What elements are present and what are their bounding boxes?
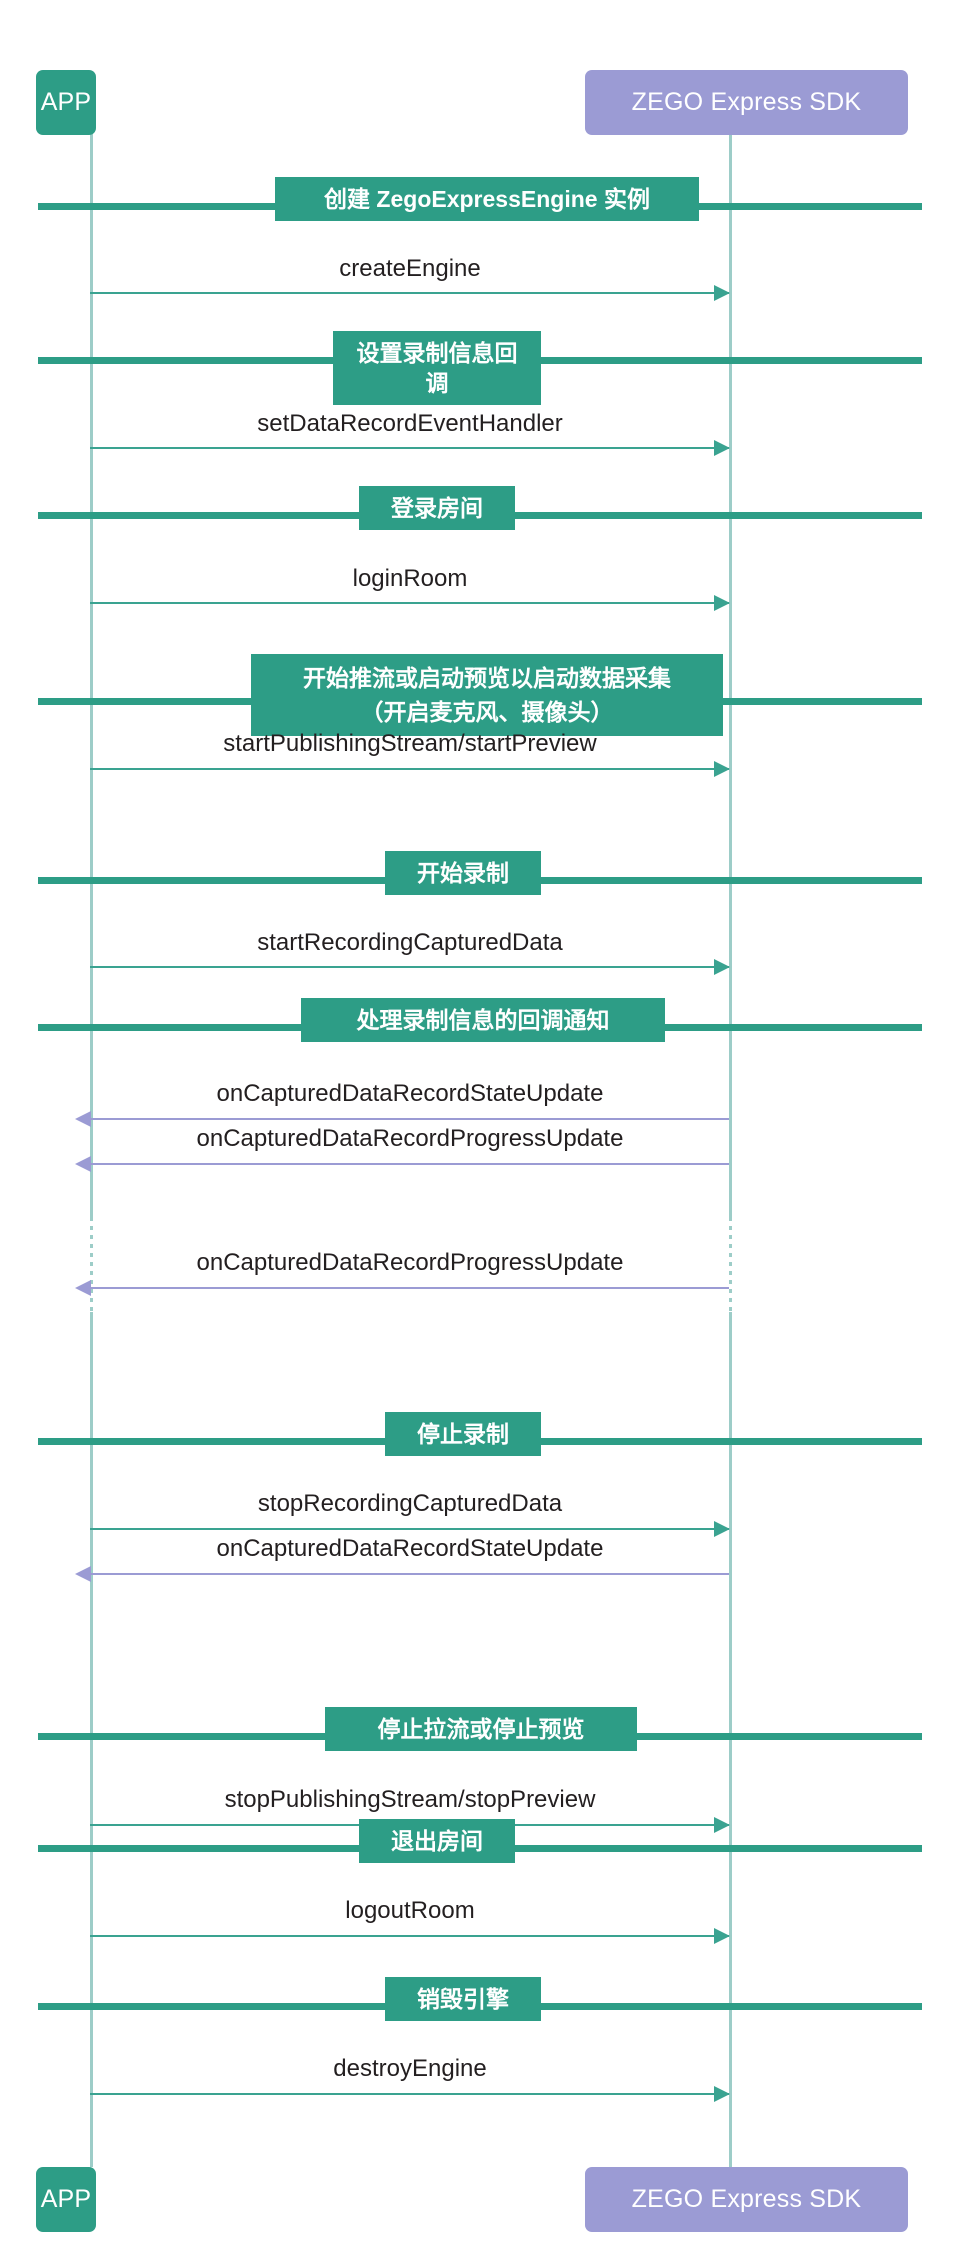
arrowhead-left-icon [75,1566,91,1582]
arrowhead-right-icon [714,285,730,301]
lifeline-sdk-upper [729,132,732,1217]
separator-label-start-publish: 开始推流或启动预览以启动数据采集 （开启麦克风、摄像头） [251,654,723,736]
message-label-destroy-engine: destroyEngine [333,2055,487,2082]
participant-sdk-bottom[interactable]: ZEGO Express SDK [585,2167,908,2232]
message-arrow-set-handler [90,447,729,449]
message-arrow-progress-update-1 [90,1163,729,1165]
arrowhead-left-icon [75,1156,91,1172]
arrowhead-right-icon [714,761,730,777]
arrowhead-right-icon [714,440,730,456]
lifeline-app-dotted-gap [90,1217,93,1312]
participant-app-bottom[interactable]: APP [36,2167,96,2232]
participant-app-top[interactable]: APP [36,70,96,135]
message-arrow-login-room [90,602,729,604]
message-arrow-start-publish [90,768,729,770]
message-label-start-publish: startPublishingStream/startPreview [223,730,597,757]
message-label-create-engine: createEngine [339,255,481,282]
separator-label-destroy-engine: 销毁引擎 [385,1977,541,2021]
message-label-progress-update-2: onCapturedDataRecordProgressUpdate [196,1249,624,1276]
message-label-stop-publish: stopPublishingStream/stopPreview [224,1786,596,1813]
separator-label-logout-room: 退出房间 [359,1819,515,1863]
message-label-progress-update-1: onCapturedDataRecordProgressUpdate [196,1125,624,1152]
arrowhead-right-icon [714,959,730,975]
arrowhead-right-icon [714,595,730,611]
message-arrow-state-update-1 [90,1118,729,1120]
separator-label-start-recording: 开始录制 [385,851,541,895]
message-label-set-handler: setDataRecordEventHandler [257,410,563,437]
message-arrow-logout-room [90,1935,729,1937]
separator-label-login-room: 登录房间 [359,486,515,530]
message-arrow-start-recording [90,966,729,968]
message-label-logout-room: logoutRoom [345,1897,475,1924]
message-label-state-update-2: onCapturedDataRecordStateUpdate [216,1535,604,1562]
separator-label-handle-callbacks: 处理录制信息的回调通知 [301,998,665,1042]
arrowhead-left-icon [75,1280,91,1296]
arrowhead-right-icon [714,1928,730,1944]
message-arrow-destroy-engine [90,2093,729,2095]
separator-label-set-handler: 设置录制信息回调 [333,331,541,405]
message-label-start-recording: startRecordingCapturedData [257,929,563,956]
separator-label-create-engine: 创建 ZegoExpressEngine 实例 [275,177,699,221]
message-label-stop-recording: stopRecordingCapturedData [257,1490,563,1517]
lifeline-sdk-dotted-gap [729,1217,732,1312]
arrowhead-right-icon [714,2086,730,2102]
arrowhead-right-icon [714,1521,730,1537]
arrowhead-right-icon [714,1817,730,1833]
lifeline-app-upper [90,132,93,1217]
message-label-login-room: loginRoom [352,565,468,592]
participant-sdk-top[interactable]: ZEGO Express SDK [585,70,908,135]
message-arrow-create-engine [90,292,729,294]
message-arrow-state-update-2 [90,1573,729,1575]
separator-label-stop-publish: 停止拉流或停止预览 [325,1707,637,1751]
separator-label-stop-recording: 停止录制 [385,1412,541,1456]
arrowhead-left-icon [75,1111,91,1127]
message-label-state-update-1: onCapturedDataRecordStateUpdate [216,1080,604,1107]
message-arrow-progress-update-2 [90,1287,729,1289]
message-arrow-stop-recording [90,1528,729,1530]
